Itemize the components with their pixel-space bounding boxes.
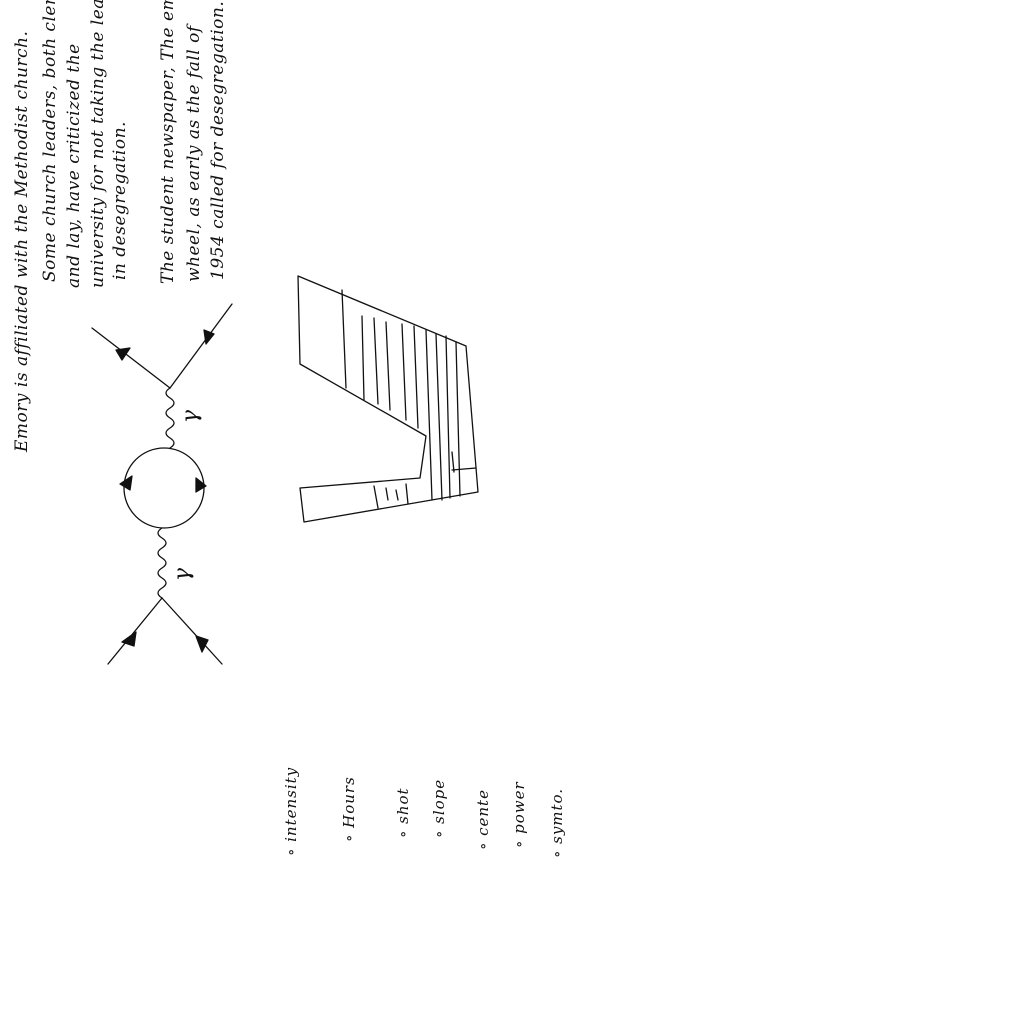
striped-sketch: [298, 276, 478, 522]
photon-label-top: γ: [178, 410, 203, 423]
photon-line-top: [166, 388, 174, 448]
arrow-icon: [120, 476, 132, 490]
sketch-outline: [298, 276, 478, 522]
arrow-icon: [204, 330, 214, 344]
fermion-line-bottom-right: [162, 598, 222, 664]
bullet-item: ∘ shot: [394, 787, 412, 838]
bullet-item: ∘ intensity: [282, 767, 300, 856]
photon-label-bottom: γ: [170, 568, 195, 581]
fermion-line-top-left: [92, 328, 170, 388]
photon-line-bottom: [158, 528, 166, 598]
feynman-diagram: [92, 304, 232, 664]
arrow-icon: [196, 636, 208, 652]
bullet-item: ∘ Hours: [340, 776, 358, 842]
arrow-icon: [116, 348, 130, 360]
bullet-item: ∘ cente: [474, 789, 492, 850]
bullet-item: ∘ symto.: [548, 788, 566, 858]
fermion-line-bottom-left: [108, 598, 162, 664]
fermion-line-top-right: [170, 304, 232, 388]
fermion-loop: [124, 448, 204, 528]
bullet-item: ∘ slope: [430, 779, 448, 838]
bullet-item: ∘ power: [510, 781, 528, 848]
